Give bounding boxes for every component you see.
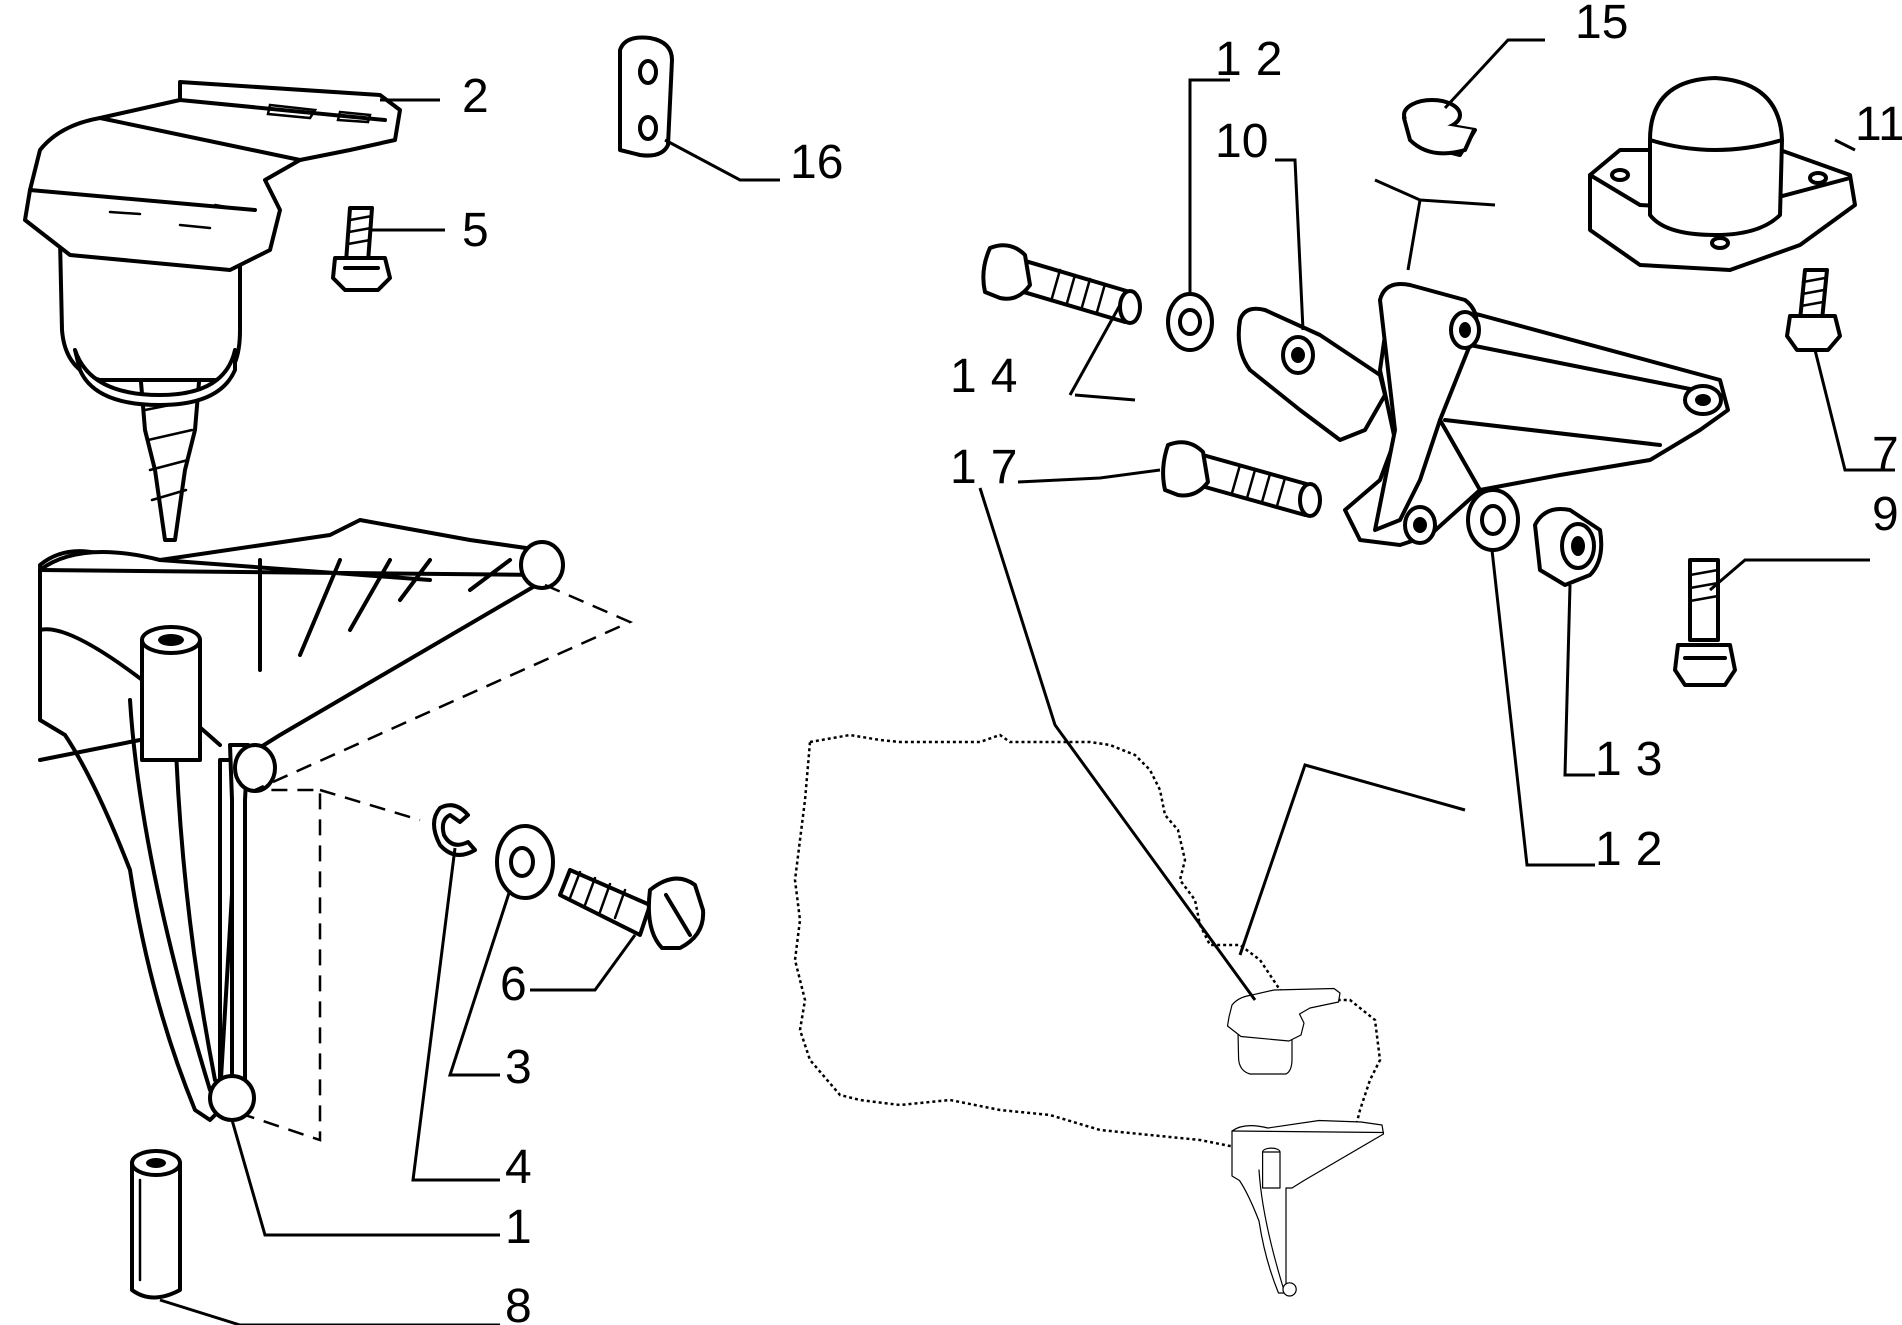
callout-13: 13	[1595, 733, 1676, 786]
part-12-washer-top	[1166, 292, 1214, 352]
callout-1: 1	[505, 1201, 532, 1254]
part-9-bolt	[1673, 558, 1737, 687]
callout-15: 17	[950, 441, 1031, 494]
part-13-nut	[1533, 507, 1604, 587]
part-15-bolt	[1161, 440, 1322, 518]
callout-12-top: 12	[1215, 33, 1296, 86]
assembly-dash-lines	[244, 583, 634, 1142]
part-8-spacer	[130, 1149, 182, 1300]
callout-16: 15	[1575, 0, 1628, 49]
callout-5: 5	[462, 204, 489, 257]
direction-marker	[1374, 178, 1496, 271]
callout-6: 6	[500, 958, 527, 1011]
part-1-bracket	[38, 518, 565, 1122]
callout-labels: 2 5 16 6 3 4 1 8 12 10 15 11 14 17 7 9 1…	[462, 0, 1902, 1325]
callout-17: 16	[790, 136, 843, 189]
callout-3: 3	[505, 1041, 532, 1094]
part-2-engine-mount	[23, 80, 402, 542]
part-6-bolt	[558, 868, 706, 950]
callout-9: 9	[1872, 488, 1899, 541]
part-14-bolt	[981, 243, 1142, 325]
engine-location-outline	[793, 487, 1466, 1297]
part-17-plate	[618, 35, 674, 158]
callout-2: 2	[462, 70, 489, 123]
callout-8: 8	[505, 1280, 532, 1325]
callout-12-bottom: 12	[1595, 823, 1676, 876]
part-5-bolt	[331, 206, 392, 292]
part-10-link-arm	[1236, 282, 1730, 547]
part-3-washer	[495, 824, 555, 900]
callout-11: 11	[1855, 98, 1902, 151]
callout-7: 7	[1872, 428, 1899, 481]
part-7-bolt	[1785, 268, 1842, 352]
part-12-washer-bottom	[1466, 488, 1520, 552]
callout-14: 14	[950, 350, 1031, 403]
callout-4: 4	[505, 1141, 532, 1194]
part-11-rubber-mount	[1588, 76, 1857, 272]
part-16-bush	[1402, 98, 1477, 157]
callout-10: 10	[1215, 115, 1268, 168]
leader-lines	[159, 38, 1895, 1325]
part-4-circlip	[432, 803, 477, 857]
